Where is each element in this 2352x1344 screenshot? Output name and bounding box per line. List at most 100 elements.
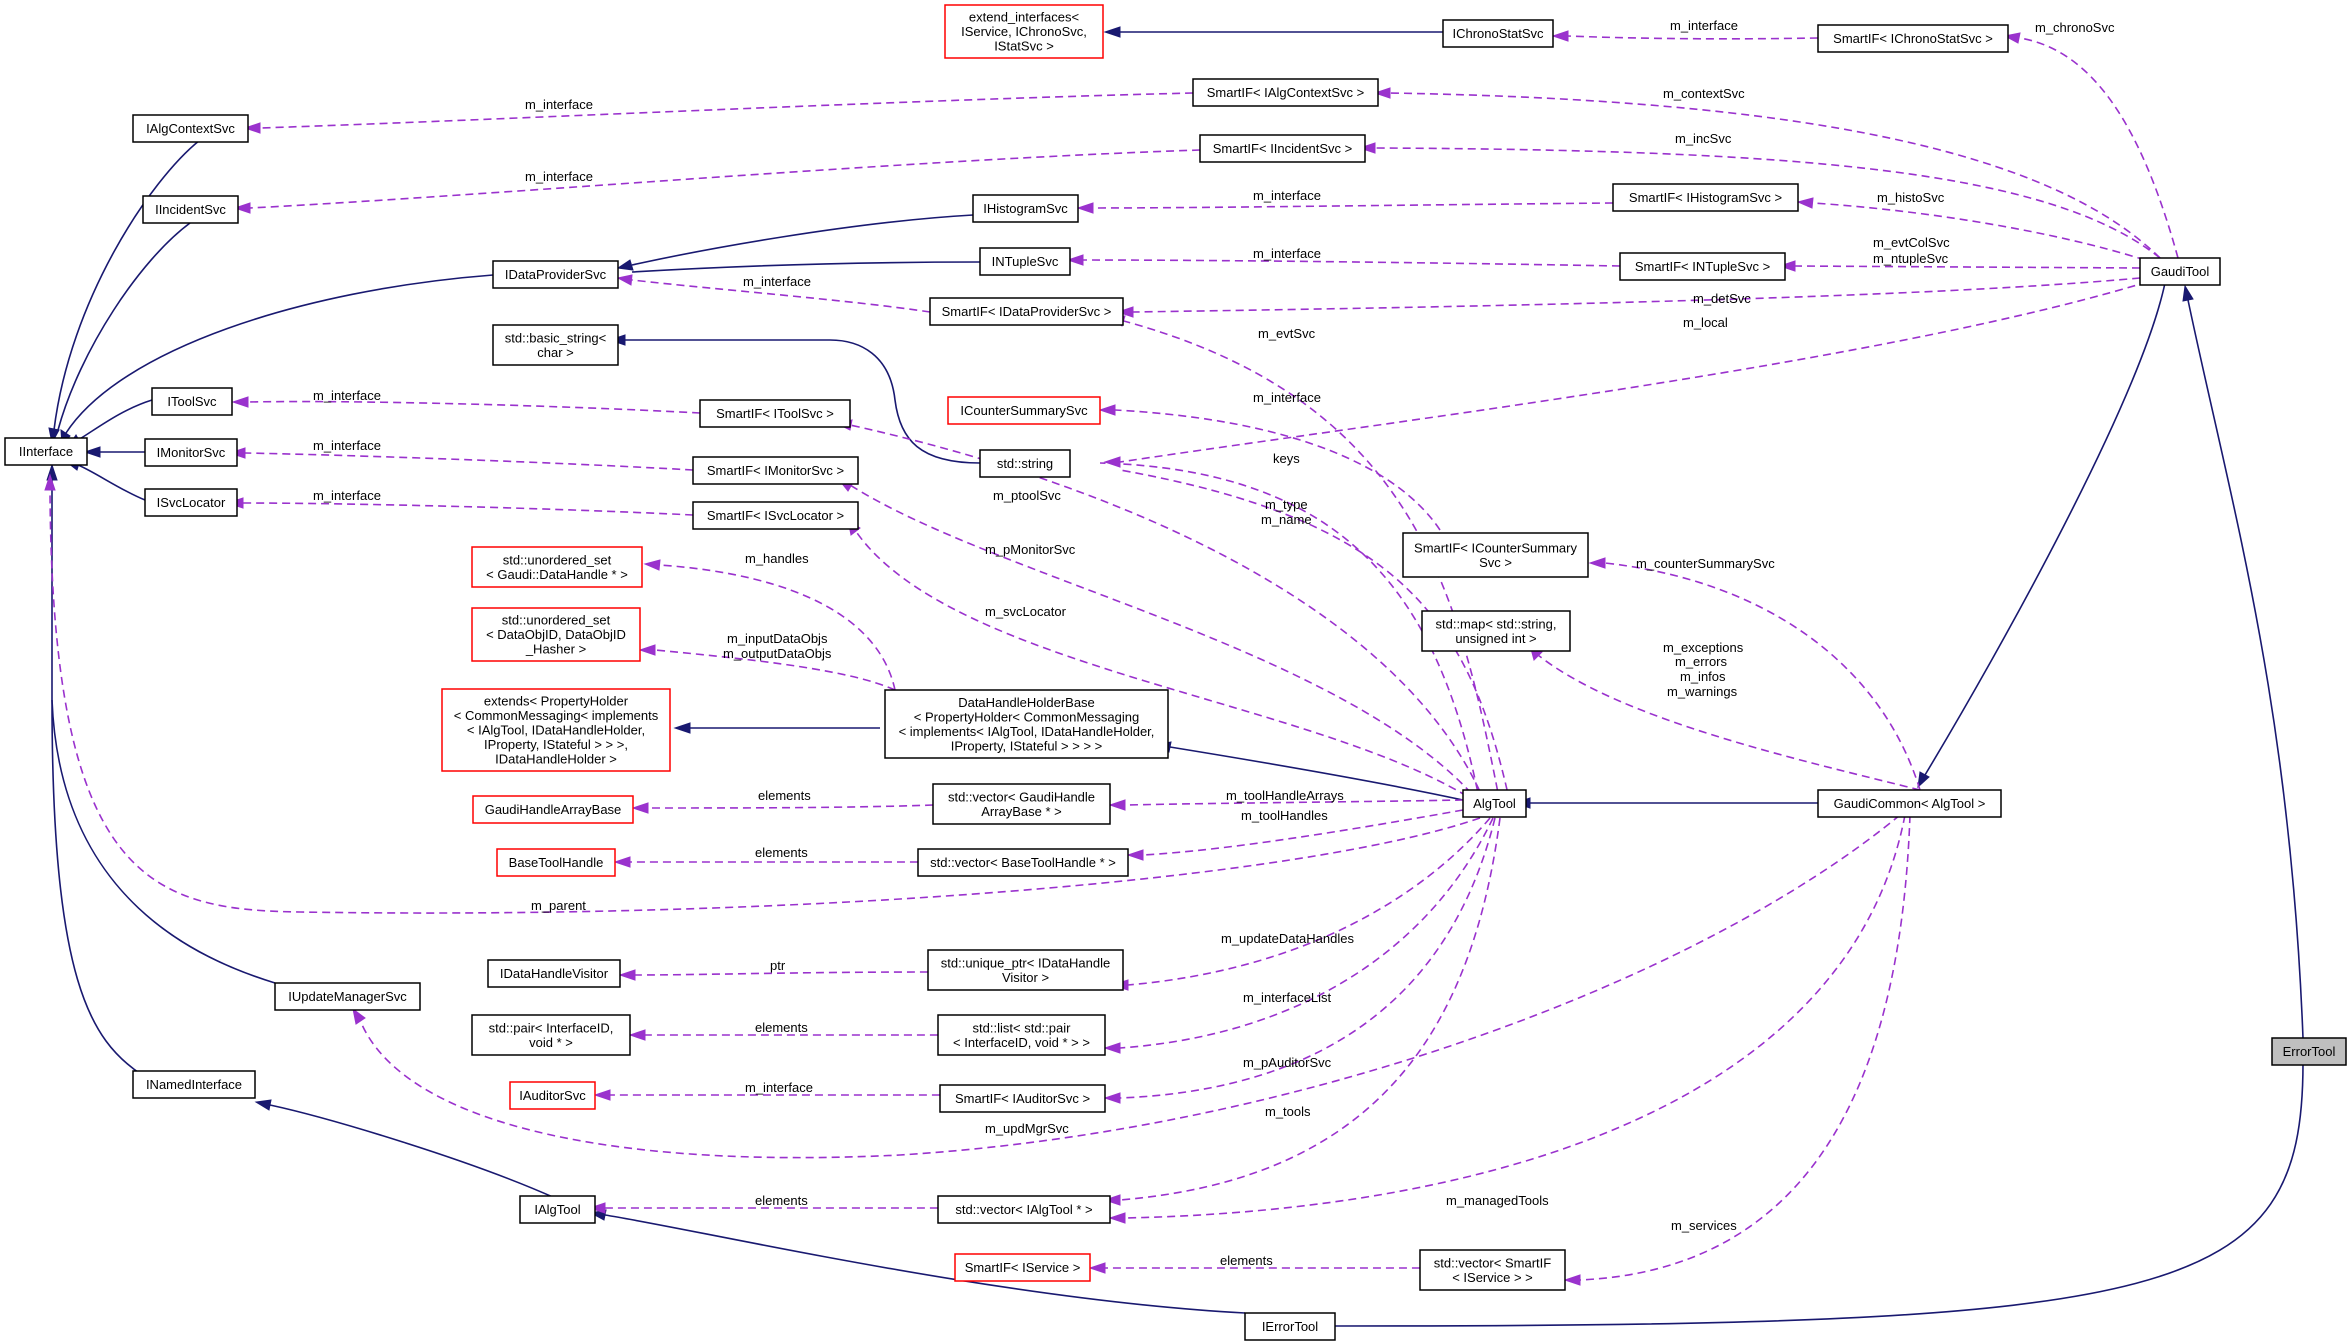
node-label-line: GaudiHandleArrayBase <box>485 802 622 817</box>
edge-auditor-smartif <box>593 1089 941 1101</box>
edge-ialgtool-vector <box>588 1202 938 1214</box>
node-basetoolhandle[interactable]: BaseToolHandle <box>496 848 616 877</box>
edge-iinterface-iupdatemanagersvc <box>51 699 276 984</box>
edge-iincidentsvc-smartif <box>233 149 1201 214</box>
node-unordered-set-dataobjid[interactable]: std::unordered_set< DataObjID, DataObjID… <box>471 607 641 662</box>
node-label-line: < DataObjID, DataObjID <box>486 627 626 642</box>
node-extends-propertyholder[interactable]: extends< PropertyHolder< CommonMessaging… <box>441 688 671 772</box>
node-vector-ialgtool[interactable]: std::vector< IAlgTool * > <box>937 1195 1111 1224</box>
node-vector-gaudihandlearraybase[interactable]: std::vector< GaudiHandleArrayBase * > <box>932 783 1111 825</box>
node-smartif-ihistogramsvc[interactable]: SmartIF< IHistogramSvc > <box>1612 183 1799 212</box>
node-inamedinterface[interactable]: INamedInterface <box>132 1070 256 1099</box>
node-smartif-intuplesvc[interactable]: SmartIF< INTupleSvc > <box>1619 252 1786 281</box>
edge-ntuplesvc <box>1778 260 2141 272</box>
node-errortool[interactable]: ErrorTool <box>2271 1037 2347 1066</box>
label-m-warnings: m_warnings <box>1667 684 1738 699</box>
edge-managedtools <box>1108 814 1906 1224</box>
label-m-errors: m_errors <box>1675 654 1728 669</box>
label-m-type: m_type <box>1265 497 1308 512</box>
node-itoolsvc[interactable]: IToolSvc <box>151 387 233 416</box>
node-algtool[interactable]: AlgTool <box>1462 789 1527 818</box>
node-smartif-isvclocator[interactable]: SmartIF< ISvcLocator > <box>692 501 859 530</box>
node-smartif-iauditorsvc[interactable]: SmartIF< IAuditorSvc > <box>939 1084 1106 1113</box>
edge-incsvc <box>1358 142 2161 259</box>
edge-services <box>1563 814 1911 1286</box>
node-unordered-set-datahandle[interactable]: std::unordered_set< Gaudi::DataHandle * … <box>471 546 643 588</box>
node-gauditool[interactable]: GaudiTool <box>2139 257 2221 286</box>
node-isvclocator[interactable]: ISvcLocator <box>144 488 238 517</box>
label-m-tools: m_tools <box>1265 1104 1311 1119</box>
node-iauditorsvc[interactable]: IAuditorSvc <box>509 1081 596 1110</box>
label-m-evtcolsvc: m_evtColSvc <box>1873 235 1950 250</box>
node-label-line: < InterfaceID, void * > > <box>953 1035 1090 1050</box>
node-ihistogramsvc[interactable]: IHistogramSvc <box>972 194 1079 223</box>
node-smartif-ichronostatsvc[interactable]: SmartIF< IChronoStatSvc > <box>1817 24 2009 53</box>
node-smartif-icountersummarysvc[interactable]: SmartIF< ICounterSummarySvc > <box>1402 532 1589 578</box>
node-extend-interfaces[interactable]: extend_interfaces< IService, IChronoSvc,… <box>944 4 1104 59</box>
node-label-line: unsigned int > <box>1455 631 1536 646</box>
node-label-line: < IService > > <box>1452 1270 1533 1285</box>
label-m-pmonitorsvc: m_pMonitorSvc <box>985 542 1076 557</box>
node-smartif-ialgcontextsvc[interactable]: SmartIF< IAlgContextSvc > <box>1192 78 1379 107</box>
node-smartif-itoolsvc[interactable]: SmartIF< IToolSvc > <box>699 399 851 428</box>
edge-iservice-vector <box>1088 1262 1420 1274</box>
edge-ihistogramsvc-smartif <box>1076 202 1614 214</box>
node-imonitorsvc[interactable]: IMonitorSvc <box>144 438 238 467</box>
label-m-inputdataobjs: m_inputDataObjs <box>727 631 828 646</box>
node-label-line: std::vector< BaseToolHandle * > <box>930 855 1116 870</box>
edge-visitor-uniqueptr <box>618 969 929 981</box>
node-iincidentsvc[interactable]: IIncidentSvc <box>142 195 239 224</box>
node-ialgtool[interactable]: IAlgTool <box>519 1195 596 1224</box>
node-smartif-idataprovidersvc[interactable]: SmartIF< IDataProviderSvc > <box>929 297 1124 326</box>
node-unique-ptr-visitor[interactable]: std::unique_ptr< IDataHandleVisitor > <box>927 949 1124 991</box>
node-label-line: < CommonMessaging< implements <box>454 708 659 723</box>
node-label-line: ISvcLocator <box>157 495 226 510</box>
node-std-basic-string[interactable]: std::basic_string<char > <box>492 324 619 366</box>
node-label-line: IDataHandleVisitor <box>500 966 609 981</box>
node-smartif-iservice[interactable]: SmartIF< IService > <box>954 1253 1091 1282</box>
node-datahandleholderbase[interactable]: DataHandleHolderBase< PropertyHolder< Co… <box>884 689 1169 759</box>
node-smartif-imonitorsvc[interactable]: SmartIF< IMonitorSvc > <box>692 456 859 485</box>
node-intuplesvc[interactable]: INTupleSvc <box>979 247 1071 276</box>
node-idatahandlevisitor[interactable]: IDataHandleVisitor <box>487 959 621 988</box>
node-iinterface[interactable]: IInterface <box>4 437 88 466</box>
node-vector-basetoolhandle[interactable]: std::vector< BaseToolHandle * > <box>917 848 1129 877</box>
node-label-line: void * > <box>529 1035 573 1050</box>
edge-basetoolhandle-vector <box>613 856 918 868</box>
node-idataprovidersvc[interactable]: IDataProviderSvc <box>492 260 619 289</box>
node-gaudicommon[interactable]: GaudiCommon< AlgTool > <box>1817 789 2002 818</box>
edge-iinterface-isvclocator <box>66 459 146 501</box>
node-label-line: std::vector< SmartIF <box>1434 1255 1551 1270</box>
node-iupdatemanagersvc[interactable]: IUpdateManagerSvc <box>274 982 421 1011</box>
label-m-interface-dataprovider: m_interface <box>743 274 811 289</box>
node-std-map[interactable]: std::map< std::string, unsigned int > <box>1421 610 1571 652</box>
edge-tools <box>1103 817 1501 1206</box>
edge-idataprovidersvc-intuplesvc <box>631 261 981 273</box>
node-label-line: ErrorTool <box>2283 1044 2336 1059</box>
edge-iinterface-iincidentsvc <box>57 222 191 431</box>
label-m-contextsvc: m_contextSvc <box>1663 86 1745 101</box>
label-m-updmgrsvc: m_updMgrSvc <box>985 1121 1069 1136</box>
node-ialgcontextsvc[interactable]: IAlgContextSvc <box>132 114 249 143</box>
edge-histosvc <box>1796 197 2146 261</box>
node-vector-smartif-iservice[interactable]: std::vector< SmartIF< IService > > <box>1419 1249 1566 1291</box>
node-label-line: std::pair< InterfaceID, <box>489 1020 614 1035</box>
node-label-line: IProperty, IStateful > > > > <box>951 738 1103 753</box>
node-ierrortool[interactable]: IErrorTool <box>1244 1312 1336 1341</box>
node-smartif-iincidentsvc[interactable]: SmartIF< IIncidentSvc > <box>1199 134 1366 163</box>
edge-intuplesvc-smartif <box>1066 254 1621 267</box>
node-icountersummarysvc[interactable]: ICounterSummarySvc <box>947 396 1101 425</box>
node-label-line: IProperty, IStateful > > >, <box>484 737 628 752</box>
node-ichronostatsvc[interactable]: IChronoStatSvc <box>1442 19 1554 48</box>
edge-gaudihandlearray-vector <box>631 802 934 814</box>
label-m-interface-svclocator: m_interface <box>313 488 381 503</box>
node-label-line: SmartIF< IAlgContextSvc > <box>1207 85 1365 100</box>
node-list-pair[interactable]: std::list< std::pair< InterfaceID, void … <box>937 1014 1106 1056</box>
node-gaudihandlearraybase[interactable]: GaudiHandleArrayBase <box>472 795 634 824</box>
node-label-line: IAlgTool <box>534 1202 580 1217</box>
node-std-string[interactable]: std::string <box>979 449 1071 478</box>
node-label-line: < Gaudi::DataHandle * > <box>486 567 628 582</box>
node-label-line: std::unique_ptr< IDataHandle <box>941 955 1110 970</box>
node-pair-interfaceid[interactable]: std::pair< InterfaceID, void * > <box>471 1014 631 1056</box>
label-m-name: m_name <box>1261 512 1312 527</box>
